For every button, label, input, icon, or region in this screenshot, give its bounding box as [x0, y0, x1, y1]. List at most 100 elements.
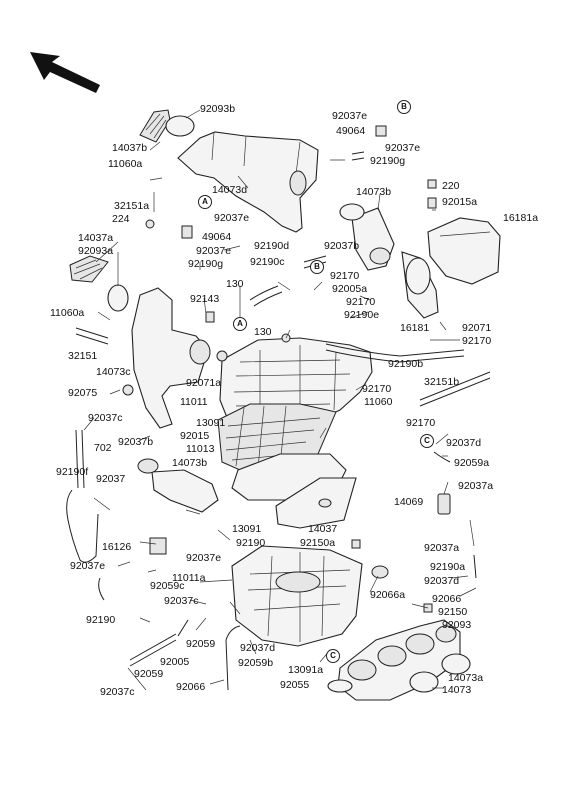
part-label: 16181a — [503, 212, 539, 224]
tube-14073a — [441, 653, 471, 675]
hose-92059 — [177, 619, 189, 637]
hose-92059b — [225, 625, 241, 691]
callout-C-bottom: C — [326, 649, 340, 663]
clamp-92150a — [351, 539, 361, 549]
part-label: 49064 — [336, 125, 366, 137]
part-label: 11013 — [186, 443, 215, 455]
part-label: 14073b — [172, 457, 208, 469]
part-label: 11060a — [108, 158, 143, 170]
part-label: 92190 — [236, 537, 266, 549]
cap-92066a — [371, 565, 389, 579]
part-label: 32151 — [68, 350, 98, 362]
part-label: 92190 — [86, 614, 116, 626]
part-label: 92037c — [100, 686, 135, 698]
part-label: 14037 — [308, 523, 338, 535]
part-label: 92093b — [200, 103, 236, 115]
grommet-92071a — [216, 350, 228, 362]
part-label: 32151b — [424, 376, 460, 388]
part-label: 92037 — [96, 473, 126, 485]
intake-grill-14037a — [69, 255, 129, 312]
part-label: 13091 — [196, 417, 226, 429]
part-label: 14073 — [442, 684, 472, 696]
part-label: 16181 — [400, 322, 430, 334]
part-label: 92066a — [370, 589, 406, 601]
part-label: 14073a — [448, 672, 484, 684]
part-label: 92170 — [462, 335, 492, 347]
part-label: 92066 — [432, 593, 462, 605]
part-label: 92190d — [254, 240, 290, 252]
part-label: 92071a — [186, 377, 222, 389]
ring-92055 — [327, 679, 353, 693]
part-label: 11060a — [50, 307, 85, 319]
part-label: 11060 — [364, 396, 393, 408]
part-label: 92150 — [438, 606, 468, 618]
callout-C-right: C — [420, 434, 434, 448]
part-label: 49064 — [202, 231, 232, 243]
part-label: 14073b — [356, 186, 392, 198]
clip-92015a — [427, 197, 437, 209]
part-label: 92150a — [300, 537, 336, 549]
part-label: 92037e — [385, 142, 421, 154]
part-label: 92037e — [196, 245, 232, 257]
part-label: 92190f — [56, 466, 89, 478]
part-label: 92190g — [370, 155, 406, 167]
callout-A-mid: A — [233, 317, 247, 331]
callout-A-top: A — [198, 195, 212, 209]
part-label: 14069 — [394, 496, 424, 508]
part-label: 92059a — [454, 457, 490, 469]
hose-92190a — [473, 554, 477, 579]
duct-14073b-right — [339, 203, 395, 271]
hose-92190f — [66, 489, 99, 563]
part-label: 92037e — [186, 552, 222, 564]
hose-702 — [75, 429, 85, 489]
duct-14073b-left — [137, 458, 219, 513]
part-label: 14037b — [112, 142, 148, 154]
part-label: 16126 — [102, 541, 132, 553]
part-label: 14037a — [78, 232, 114, 244]
part-label: 92143 — [190, 293, 220, 305]
part-label: 92190c — [250, 256, 285, 268]
bolt-224 — [145, 219, 155, 229]
part-label: 702 — [94, 442, 112, 454]
part-label: 92015a — [442, 196, 478, 208]
part-label: 92170 — [346, 296, 376, 308]
part-label: 92037e — [332, 110, 368, 122]
part-label: 92170 — [406, 417, 436, 429]
part-label: 13091 — [232, 523, 262, 535]
part-49064 — [375, 125, 387, 137]
front-direction-arrow — [30, 52, 100, 93]
part-label: 92190a — [430, 561, 466, 573]
hose-92190 — [98, 577, 105, 601]
hose-92190g — [351, 151, 365, 161]
part-label: 92037e — [214, 212, 250, 224]
pipe-32151 — [75, 327, 109, 345]
pipe-32151b — [419, 371, 491, 407]
hose-92059a — [433, 451, 451, 463]
part-label: 92059b — [238, 657, 274, 669]
part-label: 92037c — [88, 412, 123, 424]
part-label: 92066 — [176, 681, 206, 693]
part-label: 92093 — [442, 619, 472, 631]
leader-lines — [83, 109, 477, 691]
part-label: 92190e — [344, 309, 380, 321]
part-label: 11011 — [180, 396, 208, 408]
part-label: 13091a — [288, 664, 324, 676]
part-49064-b — [181, 225, 193, 239]
part-label: 130 — [254, 326, 272, 338]
part-label: 92037b — [324, 240, 360, 252]
part-label: 92075 — [68, 387, 98, 399]
filter-14069 — [437, 493, 451, 515]
tube-14073 — [409, 671, 439, 693]
part-label: 92037d — [240, 642, 276, 654]
part-label: 92059 — [134, 668, 164, 680]
element-frame-14037 — [275, 477, 357, 529]
part-label: 92037d — [424, 575, 460, 587]
collar-92143 — [205, 311, 215, 323]
intake-duct-upper — [177, 131, 319, 233]
pipe-92005 — [129, 633, 177, 667]
callout-B-mid: B — [310, 260, 324, 274]
part-label: 130 — [226, 278, 244, 290]
part-label: 92071 — [462, 322, 492, 334]
